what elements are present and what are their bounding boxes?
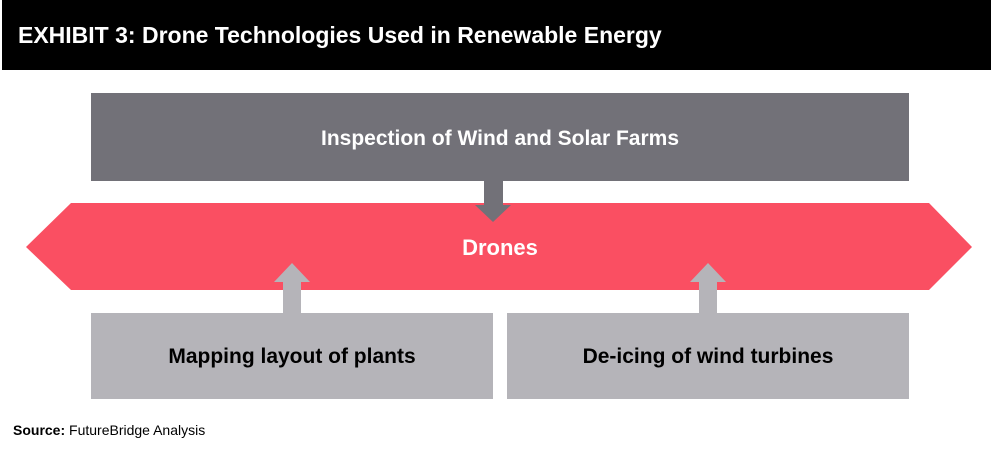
bottom-left-box — [91, 313, 493, 399]
top-box-label: Inspection of Wind and Solar Farms — [321, 127, 679, 150]
source-label: Source: — [13, 422, 66, 438]
exhibit-title: EXHIBIT 3: Drone Technologies Used in Re… — [18, 22, 662, 48]
arrow-down-icon — [475, 181, 511, 222]
arrow-up-right-icon — [690, 263, 726, 313]
bottom-left-label: Mapping layout of plants — [168, 345, 415, 368]
source-line: Source: FutureBridge Analysis — [13, 422, 205, 438]
drones-label: Drones — [462, 235, 538, 260]
bottom-right-label: De-icing of wind turbines — [583, 345, 834, 368]
drones-band — [26, 203, 972, 290]
source-text: FutureBridge Analysis — [69, 422, 206, 438]
bottom-right-box — [507, 313, 909, 399]
arrow-up-left-icon — [274, 263, 310, 313]
exhibit-header: EXHIBIT 3: Drone Technologies Used in Re… — [2, 0, 991, 70]
top-box — [91, 93, 909, 181]
